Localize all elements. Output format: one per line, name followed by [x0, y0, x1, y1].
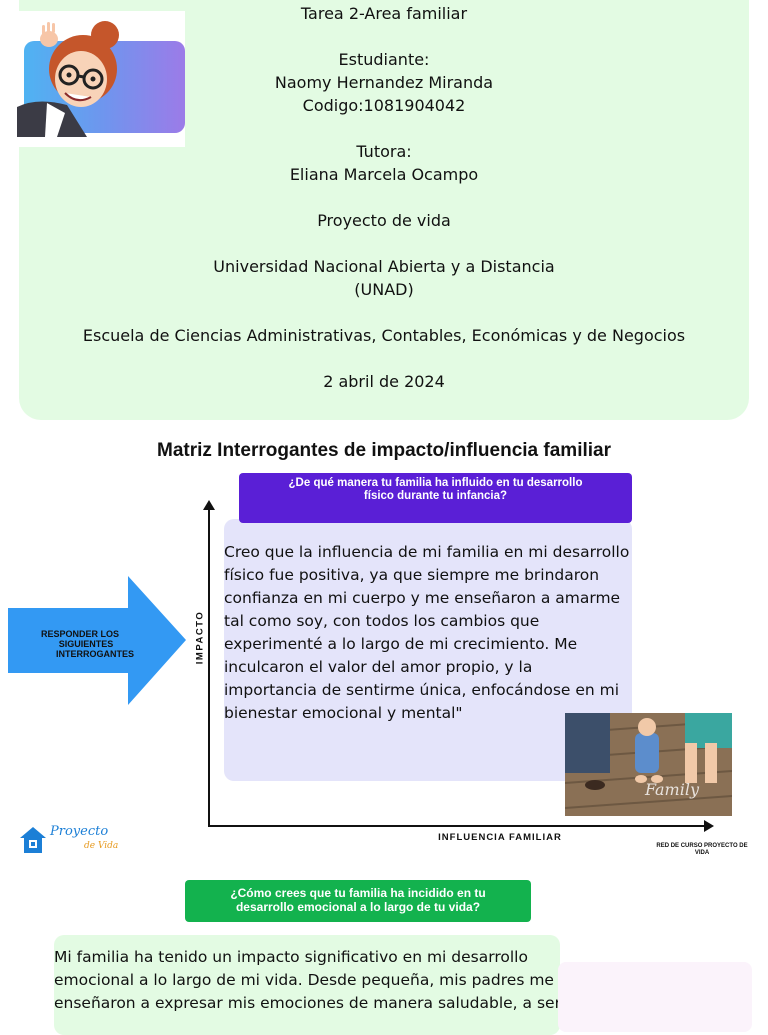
arrow-text-line: INTERROGANTES	[55, 649, 134, 659]
answer1-line: tal como soy, con todos los cambios que	[224, 612, 540, 630]
answer1-card	[224, 519, 632, 781]
x-axis-line	[208, 825, 706, 827]
answer1-line: experimenté a lo largo de mi crecimiento…	[224, 635, 578, 653]
arrow-callout-text: RESPONDER LOS SIGUIENTES INTERROGANTES	[20, 629, 140, 659]
arrow-right-icon	[8, 576, 186, 705]
university-acronym: (UNAD)	[354, 280, 414, 299]
logo-subtext: de Vida	[84, 841, 119, 851]
project-name: Proyecto de vida	[317, 211, 451, 230]
arrow-text-line: SIGUIENTES	[58, 639, 114, 649]
student-name: Naomy Hernandez Miranda	[274, 73, 494, 92]
caption-line: RED DE CURSO PROYECTO DE	[656, 843, 748, 849]
x-axis-label: INFLUENCIA FAMILIAR	[438, 832, 562, 843]
photo-caption: Family	[644, 780, 700, 799]
question1-banner	[239, 473, 632, 523]
student-label: Estudiante:	[338, 50, 430, 69]
answer1-line: físico fue positiva, ya que siempre me b…	[224, 566, 600, 584]
answer1-line: inculcaron el valor del amor propio, y l…	[224, 658, 533, 676]
answer2-card	[54, 935, 560, 1035]
school-name: Escuela de Ciencias Administrativas, Con…	[82, 326, 686, 345]
answer1-line: importancia de sentirme única, enfocándo…	[224, 681, 620, 699]
arrow-text-line: RESPONDER LOS	[40, 629, 119, 639]
x-axis-arrow-icon	[704, 820, 714, 832]
course-network-caption: RED DE CURSO PROYECTO DE VIDA	[650, 843, 754, 857]
question1-line: ¿De qué manera tu familia ha influido en…	[288, 477, 583, 489]
caption-line: VIDA	[694, 850, 710, 856]
answer1-text: Creo que la influencia de mi familia en …	[224, 541, 634, 725]
y-axis-arrow-icon	[203, 500, 215, 510]
answer1-line: Creo que la influencia de mi familia en …	[224, 543, 630, 561]
assignment-title: Tarea 2-Area familiar	[300, 4, 468, 23]
university-name: Universidad Nacional Abierta y a Distanc…	[213, 257, 555, 276]
side-panel	[558, 962, 752, 1032]
family-photo: Family	[565, 713, 732, 816]
tutor-label: Tutora:	[356, 142, 412, 161]
house-icon	[20, 827, 46, 853]
question2-line: ¿Cómo crees que tu familia ha incidido e…	[230, 886, 486, 900]
answer2-line: enseñaron a expresar mis emociones de ma…	[54, 994, 561, 1012]
logo-text: Proyecto	[50, 824, 109, 839]
answer1-line: bienestar emocional y mental"	[224, 704, 463, 722]
question2-line: desarrollo emocional a lo largo de tu vi…	[235, 900, 481, 914]
answer1-line: confianza en mi cuerpo y me enseñaron a …	[224, 589, 621, 607]
avatar-illustration	[17, 21, 119, 137]
y-axis-label: IMPACTO	[194, 610, 206, 665]
y-axis-line	[208, 506, 210, 826]
answer2-line: emocional a lo largo de mi vida. Desde p…	[54, 971, 554, 989]
question2-banner	[185, 880, 531, 922]
matrix-title: Matriz Interrogantes de impacto/influenc…	[157, 440, 611, 461]
tutor-name: Eliana Marcela Ocampo	[289, 165, 479, 184]
date: 2 abril de 2024	[323, 372, 445, 391]
question1-text: ¿De qué manera tu familia ha influido en…	[239, 477, 632, 503]
question1-line: físico durante tu infancia?	[363, 490, 508, 502]
question2-text: ¿Cómo crees que tu familia ha incidido e…	[185, 886, 531, 914]
answer2-line: Mi familia ha tenido un impacto signific…	[54, 948, 528, 966]
answer2-text: Mi familia ha tenido un impacto signific…	[54, 946, 564, 1015]
proyecto-de-vida-logo: Proyecto de Vida	[18, 823, 128, 855]
student-code: Codigo:1081904042	[302, 96, 466, 115]
